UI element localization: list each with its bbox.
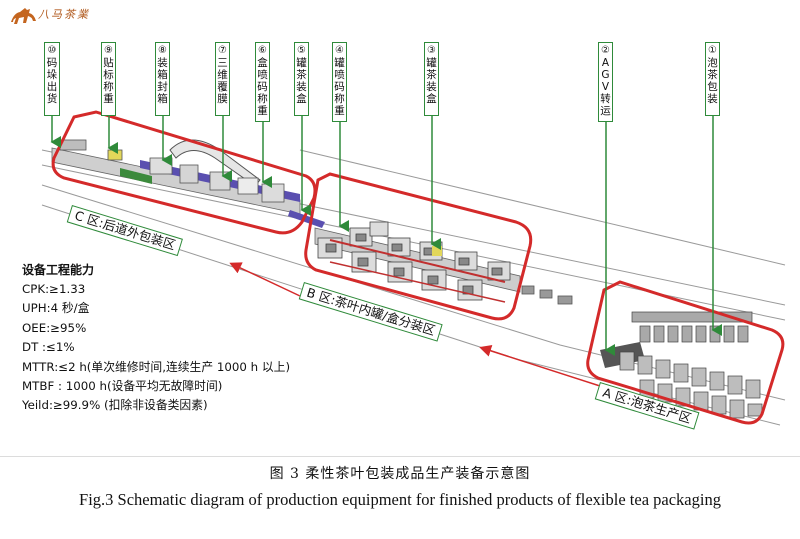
metrics-title: 设备工程能力: [22, 263, 95, 277]
brand-logo-text: 八马茶業: [38, 8, 90, 21]
station-label-2: ② AGV转运: [598, 42, 613, 122]
production-line-diagram: [41, 110, 786, 426]
station-label-3: ③ 罐茶装盒: [424, 42, 439, 116]
metric-cpk: CPK:≥1.33: [22, 282, 86, 296]
station-label-9: ⑨ 贴标称重: [101, 42, 116, 116]
brand-logo: [8, 4, 98, 28]
station-label-7: ⑦ 三维覆膜: [215, 42, 230, 116]
station-label-5: ⑤ 罐茶装盒: [294, 42, 309, 116]
figure-caption-english: Fig.3 Schematic diagram of production eq…: [79, 490, 721, 509]
zone-a-outline: [586, 280, 785, 425]
process-flow-arrows: [229, 262, 601, 387]
metric-mtbf: MTBF : 1000 h(设备平均无故障时间): [22, 379, 223, 394]
metric-uph: UPH:4 秒/盒: [22, 301, 90, 316]
metric-oee: OEE:≥95%: [22, 320, 87, 335]
horse-logo-icon: [11, 8, 36, 24]
metric-mttr: MTTR:≤2 h(单次维修时间,连续生产 1000 h 以上): [22, 359, 291, 374]
zone-b-outline: [304, 172, 533, 321]
zone-b-equipment: [314, 221, 573, 305]
station-leader-arrows: [50, 116, 722, 356]
zone-a-equipment: [600, 311, 763, 419]
station-label-8: ⑧ 装箱封箱: [155, 42, 170, 116]
station-label-10: ⑩ 码垛出货: [44, 42, 60, 116]
metric-yield: Yeild:≥99.9% (扣除非设备类因素): [22, 398, 208, 413]
metric-dt: DT :≤1%: [22, 340, 75, 355]
zone-c-outline: [51, 110, 317, 235]
zone-c-equipment: [51, 139, 325, 228]
zone-outlines: [51, 110, 785, 425]
station-label-6: ⑥ 盒喷码称重: [255, 42, 270, 122]
station-label-1: ① 泡茶包装: [705, 42, 720, 116]
figure-caption-chinese: 图 3 柔性茶叶包装成品生产装备示意图: [269, 466, 531, 482]
caption-divider: [0, 456, 800, 457]
station-label-4: ④ 罐喷码称重: [332, 42, 347, 122]
equipment-capability-list: 设备工程能力 CPK:≥1.33 UPH:4 秒/盒 OEE:≥95% DT :…: [22, 262, 382, 416]
